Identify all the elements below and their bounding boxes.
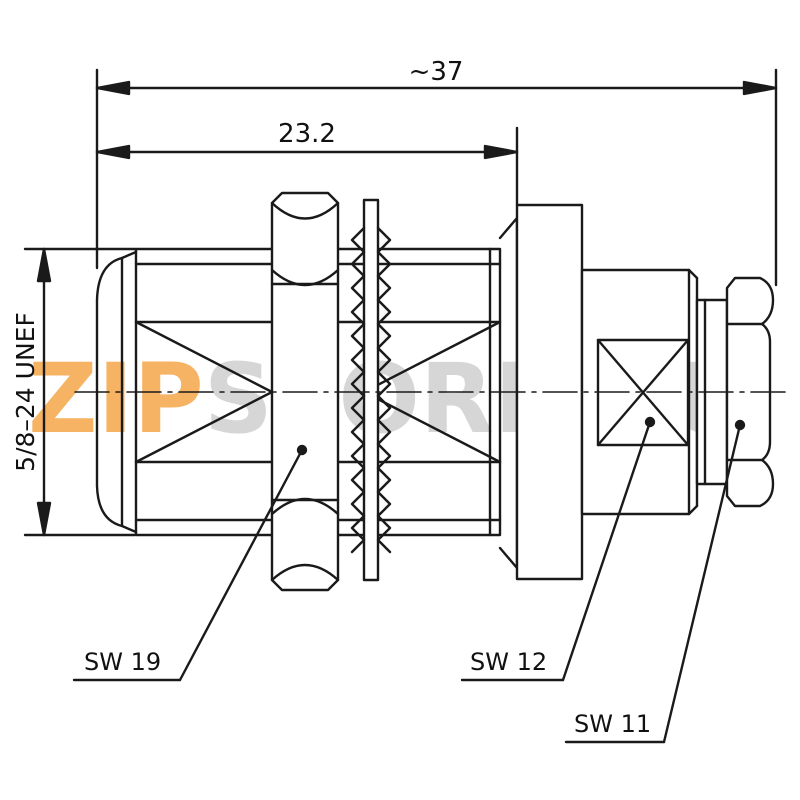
rear-nut-sw11	[725, 276, 775, 508]
leader-sw11	[564, 419, 746, 744]
leader-sw12	[460, 416, 656, 682]
callout-sw12: SW 12	[470, 648, 547, 676]
lock-washer	[350, 198, 392, 582]
flange-length-label: 23.2	[278, 119, 336, 149]
overall-length-label: ~37	[409, 57, 464, 87]
leader-sw19	[72, 444, 308, 682]
callout-sw19: SW 19	[84, 648, 161, 676]
thread-spec-label: 5/8–24 UNEF	[11, 312, 40, 472]
dimension-thread	[36, 247, 52, 537]
left-end-cap	[95, 250, 138, 534]
dimension-overall	[95, 80, 778, 96]
callout-sw11: SW 11	[574, 710, 651, 738]
dimension-flange	[95, 144, 519, 160]
